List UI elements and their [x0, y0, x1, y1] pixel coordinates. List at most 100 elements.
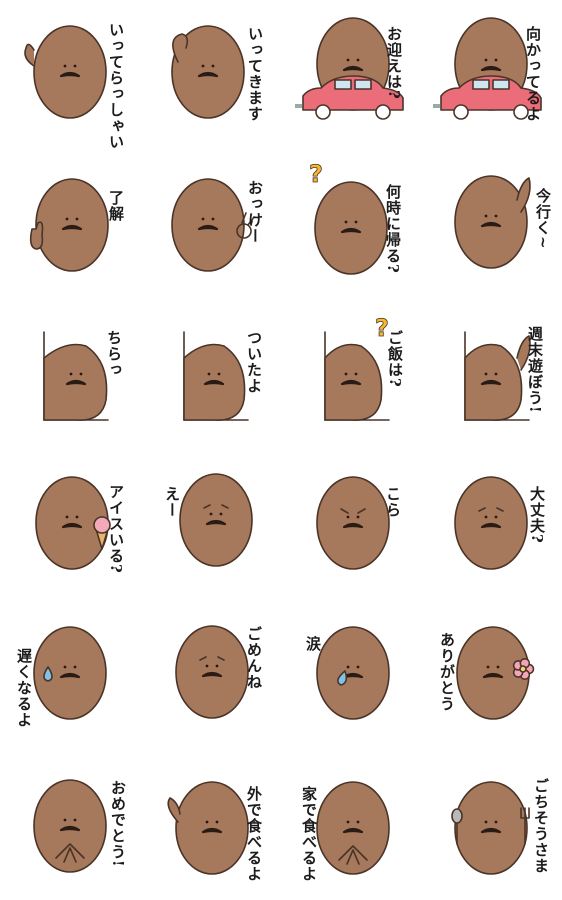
eye-right: [73, 665, 77, 669]
eye-right: [215, 820, 219, 824]
sticker-daijobu[interactable]: 大丈夫?: [421, 450, 561, 600]
sticker-drawing: [179, 473, 253, 567]
eye-right: [217, 372, 221, 376]
car-exhaust: [295, 104, 302, 108]
eye-right: [494, 372, 498, 376]
sticker-ee[interactable]: えー: [140, 450, 280, 600]
eye-left: [484, 515, 488, 519]
face: [480, 58, 502, 72]
eye-right: [75, 217, 79, 221]
eyebrow: [496, 507, 504, 512]
sticker-nanji[interactable]: ?何時に帰る?: [281, 150, 421, 300]
sticker-iede[interactable]: 家で食べるよ: [281, 750, 421, 900]
hand: [24, 43, 35, 67]
moustache: [65, 379, 87, 386]
eye-right: [354, 372, 358, 376]
face: [59, 64, 81, 78]
eyebrow: [221, 504, 229, 509]
eye-right: [354, 220, 358, 224]
ok-hand: [236, 223, 252, 239]
sticker-tsuitayo[interactable]: ついたよ: [140, 300, 280, 450]
face: [480, 372, 502, 386]
sticker-gohan[interactable]: ?ご飯は?: [281, 300, 421, 450]
sticker-okke[interactable]: おっけー: [140, 150, 280, 300]
sticker-aisu[interactable]: アイスいる?: [0, 450, 140, 600]
face: [478, 507, 504, 529]
sticker-gochisou[interactable]: ごちそうさま: [421, 750, 561, 900]
sticker-caption: おっけー: [246, 180, 264, 244]
moustache: [340, 379, 362, 386]
sticker-chiratsu[interactable]: ちらっ: [0, 300, 140, 450]
spoon-icon: [451, 808, 463, 824]
sticker-namida[interactable]: 涙: [281, 600, 421, 750]
eye-right: [73, 64, 77, 68]
sticker-omedetou[interactable]: おめでとう!: [0, 750, 140, 900]
sticker-gomenne[interactable]: ごめんね: [140, 600, 280, 750]
sticker-drawing: [316, 626, 390, 720]
car-window: [354, 79, 372, 90]
sticker-caption: 外で食べるよ: [245, 786, 263, 882]
car-body: [440, 75, 542, 111]
sticker-osoku[interactable]: 遅くなるよ: [0, 600, 140, 750]
eyebrow: [199, 656, 207, 661]
eye-left: [344, 372, 348, 376]
sticker-arigatou[interactable]: ありがとう: [421, 600, 561, 750]
sticker-caption: おめでとう!: [109, 780, 127, 868]
eye-right: [356, 58, 360, 62]
eye-left: [484, 372, 488, 376]
sticker-ittekimasu[interactable]: いってきます: [140, 0, 280, 150]
face: [199, 656, 225, 678]
eye-left: [201, 217, 205, 221]
sticker-caption: ご飯は?: [386, 330, 404, 388]
arm: [516, 177, 531, 213]
sticker-caption: 今行く~: [534, 188, 552, 250]
sticker-itterasshai[interactable]: いってらっしゃい: [0, 0, 140, 150]
moustache: [342, 827, 364, 834]
question-mark-icon: ?: [375, 314, 389, 342]
sticker-omukae[interactable]: お迎えは?: [281, 0, 421, 150]
sticker-shumatsu[interactable]: 週末遊ぼう!: [421, 300, 561, 450]
flower-icon: [519, 665, 527, 673]
eye-left: [63, 64, 67, 68]
moustache: [201, 827, 223, 834]
eye-right: [356, 515, 360, 519]
moustache: [480, 221, 502, 228]
eye-left: [65, 217, 69, 221]
sticker-sotode[interactable]: 外で食べるよ: [140, 750, 280, 900]
eye-left: [205, 820, 209, 824]
eye-left: [205, 664, 209, 668]
eye-right: [494, 58, 498, 62]
eye-left: [201, 64, 205, 68]
sticker-imaiku[interactable]: 今行く~: [421, 150, 561, 300]
sticker-kora[interactable]: こら: [281, 450, 421, 600]
moustache: [201, 671, 223, 678]
car-window: [334, 79, 352, 90]
sticker-ryoukai[interactable]: 了解: [0, 150, 140, 300]
moustache: [197, 71, 219, 78]
sticker-drawing: [433, 17, 542, 120]
sticker-caption: ついたよ: [245, 330, 263, 394]
sticker-caption: ありがとう: [438, 632, 456, 712]
eye-right: [215, 664, 219, 668]
sticker-caption: こら: [384, 486, 402, 518]
arm: [516, 335, 531, 371]
moustache: [480, 827, 502, 834]
sticker-caption: いってきます: [246, 26, 264, 122]
moustache: [340, 227, 362, 234]
sticker-drawing: [175, 625, 249, 719]
thumb-hand: [29, 221, 44, 250]
eyebrow: [357, 508, 366, 514]
eye-right: [356, 820, 360, 824]
face: [197, 217, 219, 231]
sticker-drawing: [171, 25, 245, 119]
sticker-drawing: [33, 626, 107, 720]
moustache: [59, 71, 81, 78]
sticker-caption: 了解: [107, 190, 125, 222]
eye-left: [484, 820, 488, 824]
sticker-caption: 涙: [304, 636, 322, 652]
eye-left: [346, 58, 350, 62]
sticker-drawing: [456, 626, 535, 720]
ice-cream-icon: [93, 516, 111, 534]
moustache: [205, 519, 227, 526]
sticker-mukatteru[interactable]: 向かってるよ: [421, 0, 561, 150]
